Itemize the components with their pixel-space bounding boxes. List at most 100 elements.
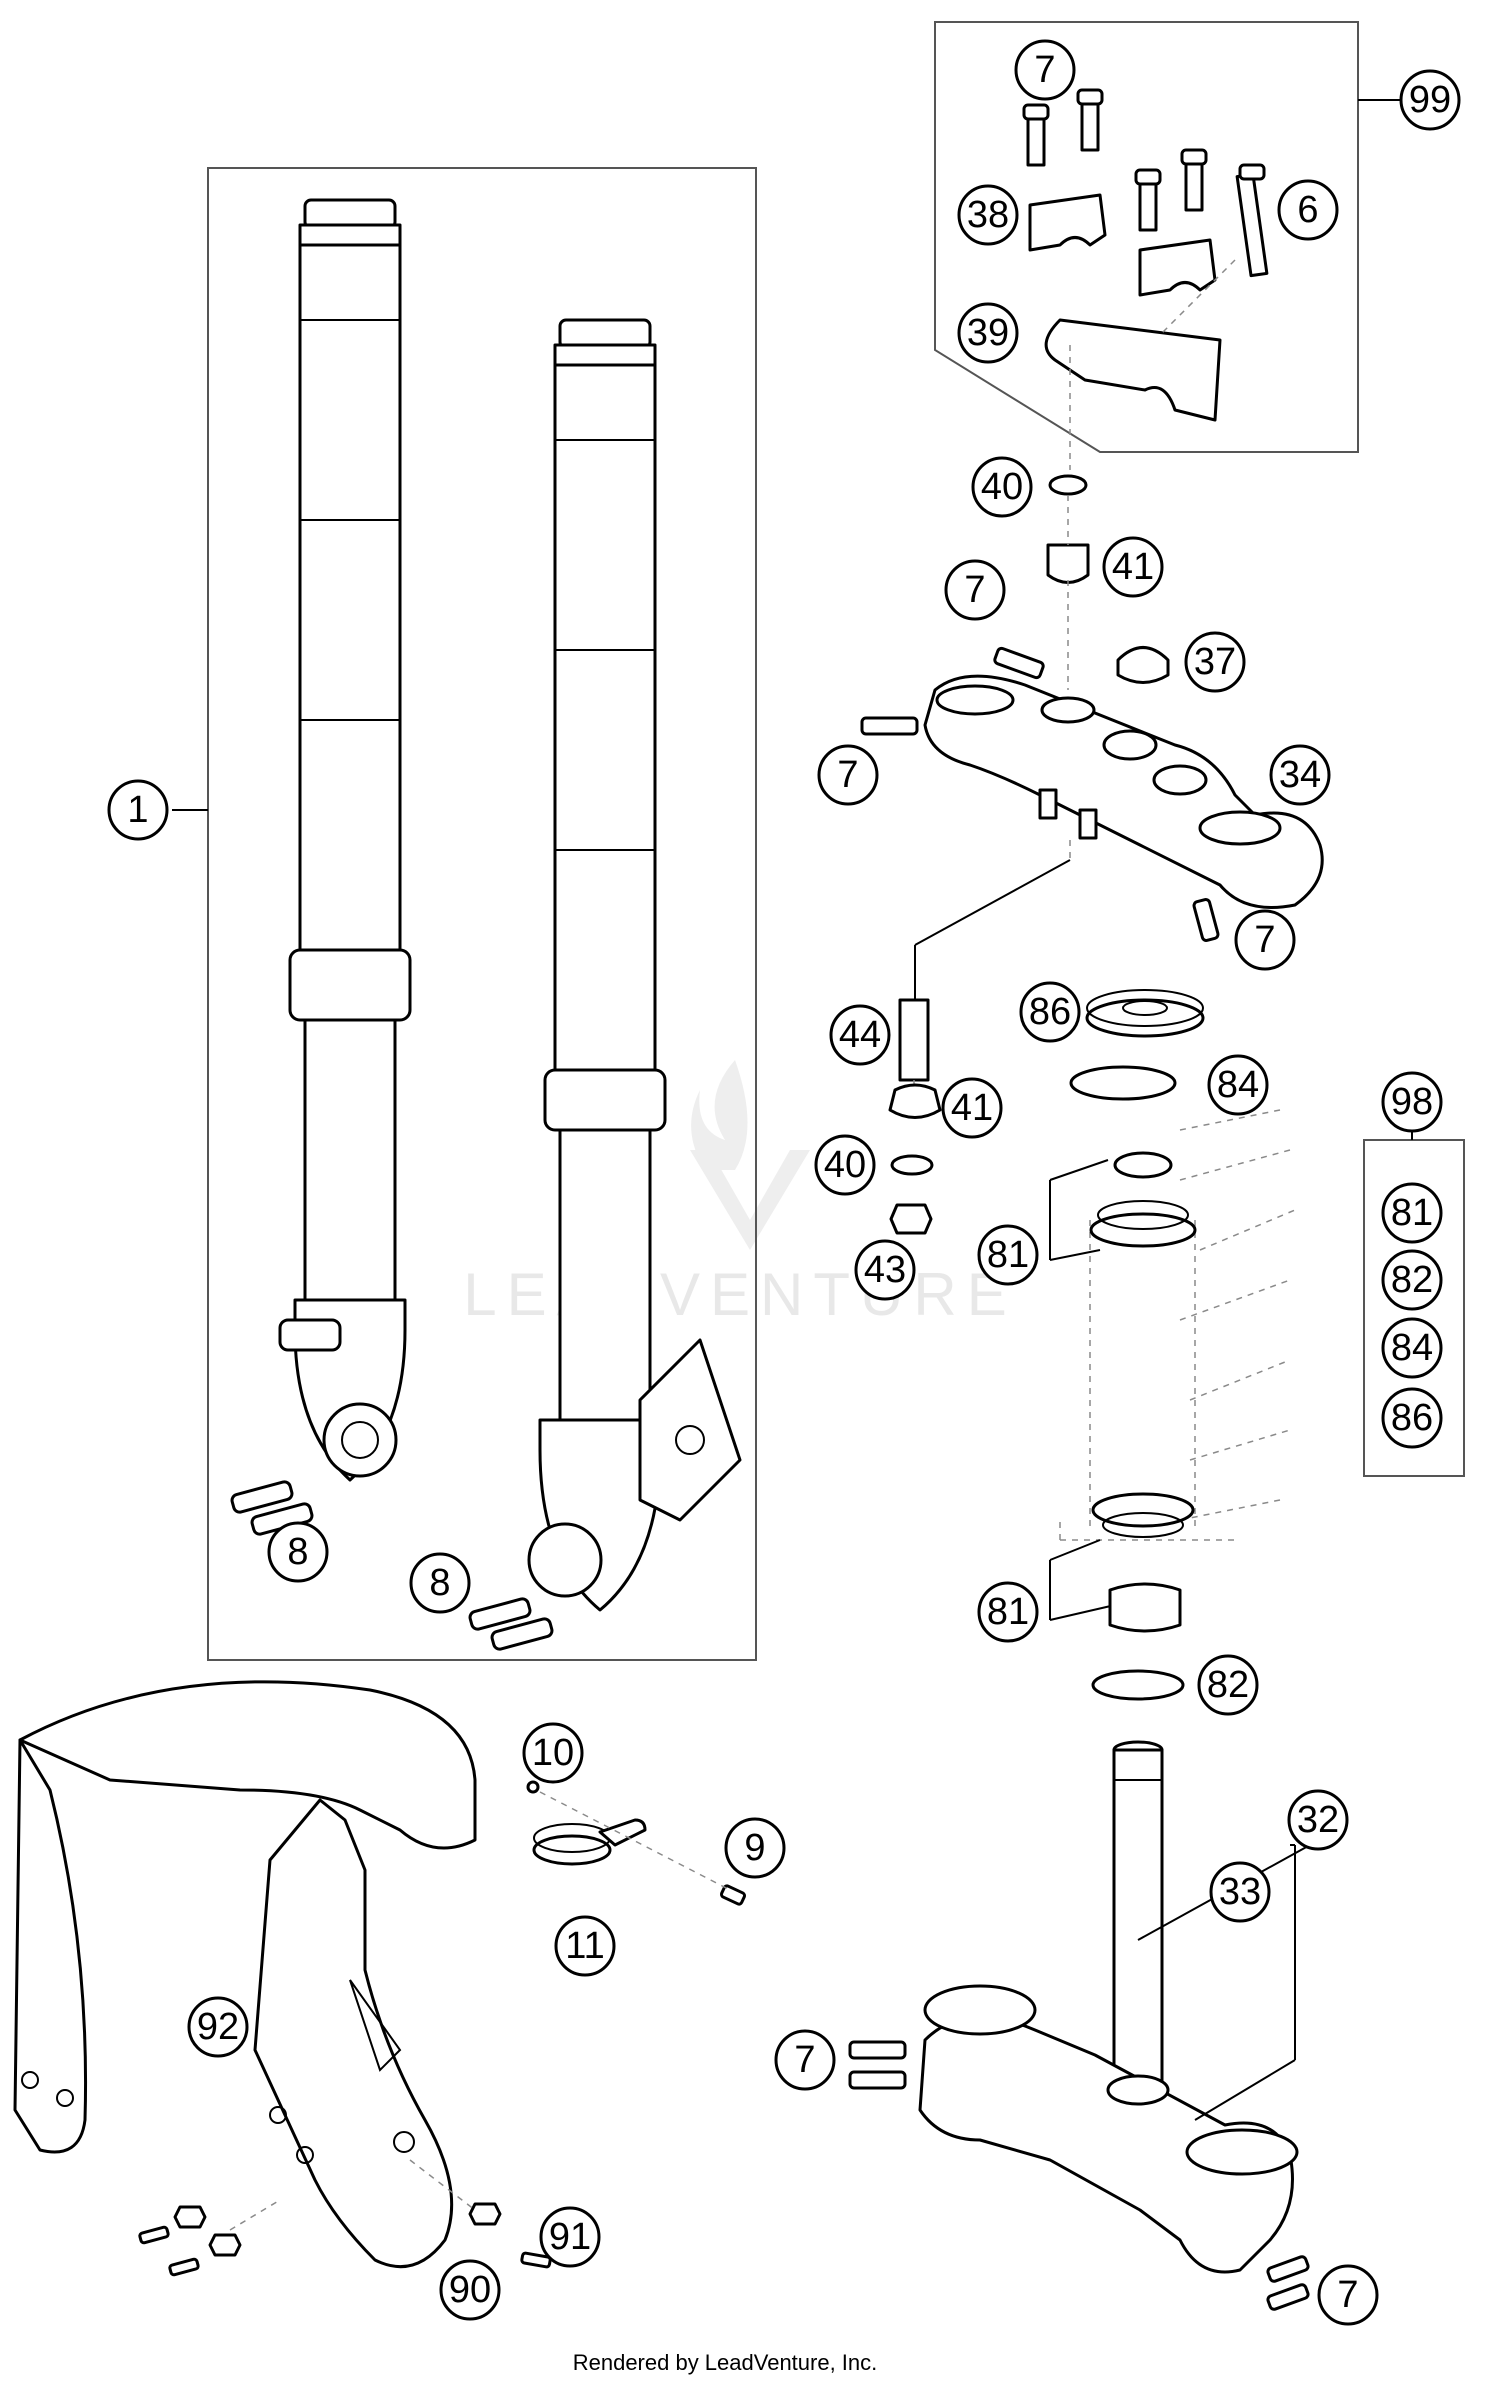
- svg-text:41: 41: [1112, 546, 1154, 588]
- svg-text:40: 40: [981, 466, 1023, 508]
- svg-text:41: 41: [951, 1087, 993, 1129]
- svg-text:81: 81: [1391, 1192, 1433, 1234]
- seal-ring-part: [1069, 1065, 1177, 1101]
- callout-screw-left[interactable]: 7: [817, 744, 879, 806]
- callout-kit-item-1[interactable]: 81: [1381, 1182, 1443, 1244]
- svg-text:34: 34: [1279, 754, 1321, 796]
- callout-dust-cover[interactable]: 86: [1019, 981, 1081, 1043]
- bar-clamp-screws: [1022, 88, 1269, 278]
- callout-clamp-screws-right[interactable]: 8: [409, 1552, 471, 1614]
- svg-text:81: 81: [987, 1234, 1029, 1276]
- callout-bar-clamp-upper[interactable]: 38: [957, 184, 1019, 246]
- bushing-lower-part: [888, 1083, 942, 1119]
- svg-text:91: 91: [549, 2216, 591, 2258]
- washer-upper-part: [1048, 474, 1088, 496]
- callout-sleeve[interactable]: 44: [829, 1004, 891, 1066]
- bar-clamp-upper-parts: [1028, 193, 1217, 297]
- svg-text:10: 10: [532, 1732, 574, 1774]
- bar-clamp-lower: [1044, 318, 1222, 422]
- callout-fender-washer[interactable]: 90: [439, 2259, 501, 2321]
- bearing-lower-part: [1108, 1582, 1182, 1633]
- callout-bearing-upper[interactable]: 81: [977, 1224, 1039, 1286]
- svg-text:1: 1: [127, 789, 148, 831]
- callout-clip-bolt[interactable]: 9: [724, 1817, 786, 1879]
- plug-part: [1116, 646, 1170, 684]
- fork-assembly-box: [207, 167, 757, 1661]
- callout-nut[interactable]: 43: [854, 1239, 916, 1301]
- callout-screw-top[interactable]: 7: [1014, 39, 1076, 101]
- svg-text:98: 98: [1391, 1081, 1433, 1123]
- bar-clamp-kit-box: [934, 21, 1359, 453]
- left-fork-leg: [278, 198, 412, 1482]
- callout-seal-ring[interactable]: 84: [1207, 1054, 1269, 1116]
- screws-bottom-right: [1266, 2255, 1310, 2311]
- callout-clip-screw[interactable]: 10: [522, 1722, 584, 1784]
- screw-left-part: [860, 716, 919, 736]
- svg-text:43: 43: [864, 1249, 906, 1291]
- washer-lower-part: [890, 1154, 934, 1176]
- callout-kit-item-3[interactable]: 84: [1381, 1317, 1443, 1379]
- callout-kit-item-2[interactable]: 82: [1381, 1249, 1443, 1311]
- watermark-text: LEADVENTURE: [463, 1261, 1016, 1328]
- callout-plug[interactable]: 37: [1184, 631, 1246, 693]
- svg-text:8: 8: [287, 1531, 308, 1573]
- svg-text:8: 8: [429, 1562, 450, 1604]
- callout-screws-bottom-right[interactable]: 7: [1317, 2264, 1379, 2326]
- callout-fender-screw[interactable]: 91: [539, 2206, 601, 2268]
- callout-bushing-upper[interactable]: 41: [1102, 536, 1164, 598]
- svg-text:7: 7: [1337, 2274, 1358, 2316]
- footer-credit: Rendered by LeadVenture, Inc.: [573, 2350, 878, 2375]
- svg-text:99: 99: [1409, 79, 1451, 121]
- leadventure-watermark: LEADVENTURE: [463, 1060, 1016, 1328]
- frame-steering-head: [1059, 1109, 1296, 1541]
- svg-text:11: 11: [565, 1925, 604, 1967]
- callout-hose-clip[interactable]: 11: [554, 1915, 616, 1977]
- dust-cover-part: [1085, 989, 1205, 1038]
- callout-seal-lower[interactable]: 82: [1197, 1654, 1259, 1716]
- svg-text:7: 7: [794, 2039, 815, 2081]
- bearing-kit-box: [1363, 1139, 1465, 1477]
- nut-part: [889, 1203, 933, 1235]
- callout-bearing-lower[interactable]: 81: [977, 1581, 1039, 1643]
- svg-text:86: 86: [1391, 1397, 1433, 1439]
- callout-long-screw[interactable]: 6: [1277, 179, 1339, 241]
- callout-washer-lower[interactable]: 40: [814, 1134, 876, 1196]
- svg-text:81: 81: [987, 1591, 1029, 1633]
- svg-text:84: 84: [1217, 1064, 1259, 1106]
- callout-washer-upper[interactable]: 40: [971, 456, 1033, 518]
- screw-top-clamp-part: [993, 646, 1045, 680]
- screws-bottom-left: [848, 2040, 907, 2090]
- svg-text:9: 9: [744, 1827, 765, 1869]
- svg-text:44: 44: [839, 1014, 881, 1056]
- front-fender: [13, 1680, 477, 2269]
- callout-bottom-triple-clamp[interactable]: 32: [1287, 1789, 1349, 1851]
- callout-bar-clamp-lower[interactable]: 39: [957, 302, 1019, 364]
- svg-text:82: 82: [1207, 1664, 1249, 1706]
- callout-screws-bottom-left[interactable]: 7: [774, 2029, 836, 2091]
- callout-bearing-kit[interactable]: 98: [1381, 1071, 1443, 1133]
- callout-fender[interactable]: 92: [187, 1996, 249, 2058]
- hose-clip-part: [526, 1780, 747, 1906]
- callout-clamp-screws-left[interactable]: 8: [267, 1521, 329, 1583]
- callout-bar-clamp-kit[interactable]: 99: [1399, 69, 1461, 131]
- svg-text:39: 39: [967, 312, 1009, 354]
- callout-bushing-lower[interactable]: 41: [941, 1077, 1003, 1139]
- svg-text:38: 38: [967, 194, 1009, 236]
- callout-kit-item-4[interactable]: 86: [1381, 1387, 1443, 1449]
- svg-text:84: 84: [1391, 1327, 1433, 1369]
- callout-screw-top-clamp[interactable]: 7: [944, 559, 1006, 621]
- svg-text:86: 86: [1029, 991, 1071, 1033]
- callout-top-triple-clamp[interactable]: 34: [1269, 744, 1331, 806]
- svg-text:32: 32: [1297, 1799, 1339, 1841]
- svg-text:7: 7: [1034, 49, 1055, 91]
- steering-stem: [1112, 1740, 1164, 2092]
- svg-text:7: 7: [837, 754, 858, 796]
- callout-fork-assembly[interactable]: 1: [107, 779, 169, 841]
- callout-screw-right[interactable]: 7: [1234, 909, 1296, 971]
- callout-stem[interactable]: 33: [1209, 1861, 1271, 1923]
- bottom-triple-clamp: [918, 1984, 1299, 2274]
- svg-text:37: 37: [1194, 641, 1236, 683]
- svg-text:7: 7: [964, 569, 985, 611]
- top-triple-clamp: [923, 674, 1324, 909]
- svg-text:40: 40: [824, 1144, 866, 1186]
